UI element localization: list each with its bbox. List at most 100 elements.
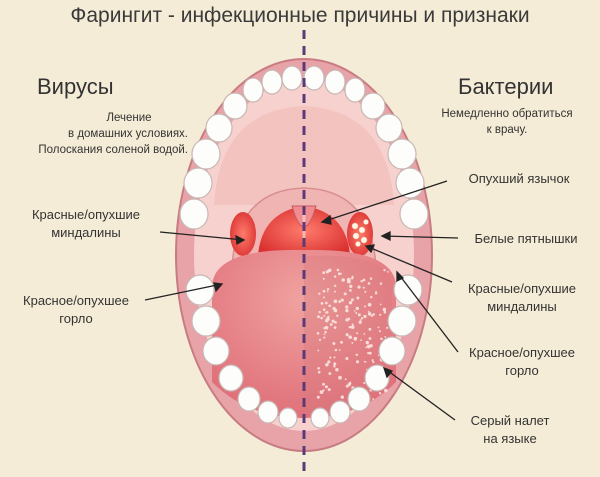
coating-speck (365, 340, 369, 345)
coating-speck (357, 285, 361, 289)
coating-speck (323, 314, 326, 317)
coating-speck (353, 336, 358, 341)
coating-speck (326, 290, 329, 293)
bacteria-note-line: к врачу. (486, 124, 528, 136)
coating-speck (367, 302, 372, 307)
coating-speck (317, 370, 321, 374)
coating-speck (325, 362, 329, 367)
coating-speck (322, 277, 325, 280)
coating-speck (368, 351, 372, 355)
viruses-note-line: Лечение (106, 112, 152, 124)
coating-speck (344, 378, 347, 381)
viruses-note-line: в домашних условиях. (68, 128, 188, 140)
coating-speck (368, 327, 372, 331)
coating-speck (345, 305, 349, 309)
coating-speck (367, 312, 372, 316)
coating-speck (336, 268, 340, 272)
label-line: Опухший язычок (468, 171, 570, 186)
label-line: миндалины (51, 225, 121, 240)
coating-speck (363, 360, 366, 363)
coating-speck (338, 300, 341, 303)
coating-speck (326, 287, 330, 291)
coating-speck (362, 278, 366, 282)
coating-speck (333, 299, 338, 304)
coating-speck (325, 270, 330, 274)
coating-speck (365, 346, 367, 349)
label-line: Красное/опухшее (469, 345, 575, 360)
coating-speck (367, 310, 370, 313)
coating-speck (317, 315, 320, 319)
viruses-heading: Вирусы (37, 74, 114, 99)
coating-speck (355, 306, 359, 311)
coating-speck (320, 302, 324, 305)
coating-speck (360, 317, 364, 320)
coating-speck (338, 375, 342, 380)
coating-speck (327, 360, 331, 364)
coating-speck (332, 319, 335, 322)
coating-speck (343, 292, 347, 296)
label-right-throat: Красное/опухшее горло (452, 344, 592, 380)
coating-speck (355, 360, 360, 364)
coating-speck (336, 314, 339, 317)
label-left-tonsils: Красные/опухшие миндалины (6, 206, 166, 242)
coating-speck (355, 312, 358, 314)
coating-speck (345, 356, 349, 361)
coating-speck (318, 338, 322, 341)
coating-speck (316, 395, 320, 399)
coating-speck (360, 279, 363, 283)
label-tongue-coating: Серый налет на языке (440, 412, 580, 448)
coating-speck (363, 333, 366, 335)
label-left-throat: Красное/опухшее горло (6, 292, 146, 328)
coating-speck (369, 344, 373, 348)
coating-speck (322, 271, 326, 275)
coating-speck (323, 336, 326, 339)
coating-speck (363, 381, 366, 385)
coating-speck (364, 305, 366, 308)
coating-speck (350, 298, 354, 302)
label-line: Красные/опухшие (467, 281, 577, 296)
coating-speck (349, 381, 352, 384)
coating-speck (363, 314, 367, 319)
label-right-tonsils: Красные/опухшие миндалины (452, 280, 592, 316)
coating-speck (322, 308, 326, 311)
coating-speck (383, 269, 386, 272)
coating-speck (340, 340, 343, 344)
coating-speck (370, 295, 373, 299)
page-title: Фарингит - инфекционные причины и призна… (70, 4, 530, 27)
coating-speck (351, 341, 354, 344)
label-line: Красное/опухшее (23, 293, 129, 308)
coating-speck (379, 282, 383, 285)
white-spots (351, 219, 369, 247)
coating-speck (334, 284, 337, 288)
left-tonsil (230, 212, 256, 256)
coating-speck (357, 313, 361, 317)
coating-speck (360, 339, 362, 342)
bacteria-note-line: Немедленно обратиться (441, 108, 573, 120)
coating-speck (335, 367, 339, 372)
coating-speck (323, 296, 325, 299)
coating-speck (380, 337, 383, 340)
coating-speck (349, 326, 353, 329)
label-line: на языке (483, 431, 537, 446)
coating-speck (377, 326, 380, 329)
coating-speck (359, 319, 362, 321)
coating-speck (334, 348, 338, 352)
coating-speck (334, 320, 337, 324)
coating-speck (371, 359, 374, 362)
coating-speck (369, 277, 373, 280)
label-line: горло (505, 363, 539, 378)
coating-speck (378, 391, 382, 395)
coating-speck (329, 323, 333, 326)
coating-speck (323, 333, 326, 336)
coating-speck (338, 349, 341, 351)
coating-speck (333, 365, 336, 368)
coating-speck (370, 314, 374, 317)
coating-speck (358, 320, 362, 324)
coating-speck (317, 349, 320, 352)
coating-speck (324, 301, 328, 305)
coating-speck (379, 303, 382, 306)
coating-speck (322, 289, 326, 293)
coating-speck (328, 372, 332, 375)
coating-speck (317, 367, 320, 370)
